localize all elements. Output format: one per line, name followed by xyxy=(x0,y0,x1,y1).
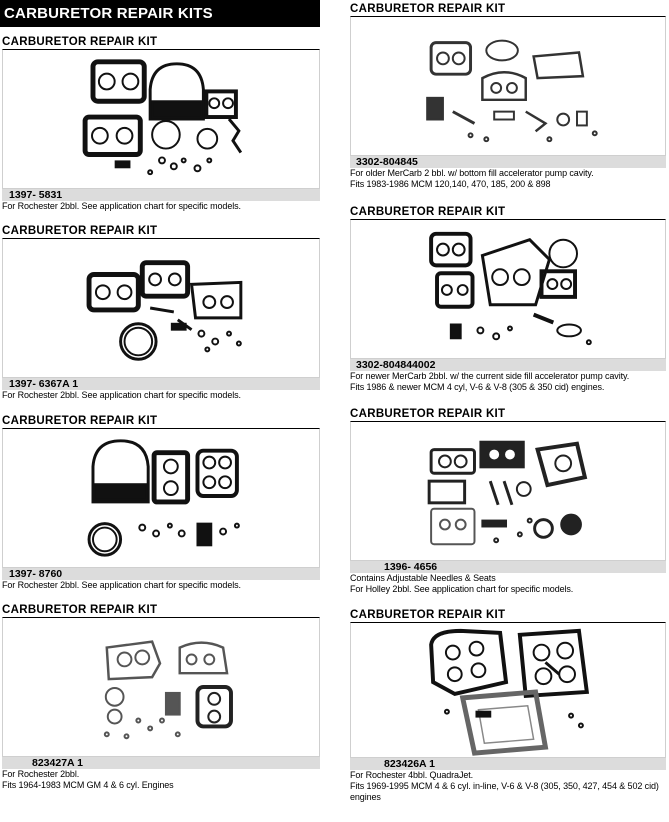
part-number: 3302-804844002 xyxy=(350,359,666,371)
kit-image xyxy=(2,49,320,189)
kit-image xyxy=(350,421,666,561)
kit-description-line: For Rochester 2bbl. See application char… xyxy=(2,390,241,400)
part-number: 1396- 4656 xyxy=(350,561,666,573)
kit-title: CARBURETOR REPAIR KIT xyxy=(2,36,158,48)
part-number: 823426A 1 xyxy=(350,758,666,770)
kit-description-line: For Rochester 2bbl. xyxy=(2,769,80,779)
kit-image xyxy=(2,428,320,568)
kit-card: CARBURETOR REPAIR KIT 823427A 1 For Roch… xyxy=(2,603,320,791)
kit-description-line: For older MerCarb 2 bbl. w/ bottom fill … xyxy=(350,168,594,178)
kit-description-line: For Rochester 2bbl. See application char… xyxy=(2,580,241,590)
kit-title: CARBURETOR REPAIR KIT xyxy=(2,604,158,616)
kit-title: CARBURETOR REPAIR KIT xyxy=(350,206,506,218)
kit-image xyxy=(2,617,320,757)
kit-description-line: Fits 1969-1995 MCM 4 & 6 cyl. in-line, V… xyxy=(350,781,659,802)
kit-description-line: For Rochester 4bbl. QuadraJet. xyxy=(350,770,474,780)
kit-description-line: Fits 1986 & newer MCM 4 cyl, V-6 & V-8 (… xyxy=(350,382,605,392)
kit-card: CARBURETOR REPAIR KIT 3302-804845 For ol… xyxy=(350,2,666,190)
kit-image xyxy=(350,16,666,156)
kit-description-line: Contains Adjustable Needles & Seats xyxy=(350,573,496,583)
kit-card: CARBURETOR REPAIR KIT 1397- 8760 For Roc… xyxy=(2,414,320,591)
kit-card: CARBURETOR REPAIR KIT 3302-804844002 For… xyxy=(350,205,666,393)
kit-description-line: For newer MerCarb 2bbl. w/ the current s… xyxy=(350,371,630,381)
kit-image xyxy=(350,219,666,359)
kit-description-line: Fits 1964-1983 MCM GM 4 & 6 cyl. Engines xyxy=(2,780,174,790)
part-number: 1397- 8760 xyxy=(2,568,320,580)
kit-description-line: For Holley 2bbl. See application chart f… xyxy=(350,584,574,594)
part-number: 823427A 1 xyxy=(2,757,320,769)
part-number: 1397- 5831 xyxy=(2,189,320,201)
kit-image xyxy=(350,622,666,758)
page-header: CARBURETOR REPAIR KITS xyxy=(0,0,320,27)
kit-title: CARBURETOR REPAIR KIT xyxy=(350,408,506,420)
part-number: 3302-804845 xyxy=(350,156,666,168)
kit-card: CARBURETOR REPAIR KIT 1397- 6367A 1 For … xyxy=(2,224,320,401)
kit-title: CARBURETOR REPAIR KIT xyxy=(2,415,158,427)
kit-card: CARBURETOR REPAIR KIT 1396- 4656 Contain… xyxy=(350,407,666,595)
kit-card: CARBURETOR REPAIR KIT 1397- 5831 For Roc… xyxy=(2,35,320,212)
kit-card: CARBURETOR REPAIR KIT 823426A 1 For Roch… xyxy=(350,608,666,803)
kit-description-line: Fits 1983-1986 MCM 120,140, 470, 185, 20… xyxy=(350,179,551,189)
kit-title: CARBURETOR REPAIR KIT xyxy=(350,3,506,15)
kit-title: CARBURETOR REPAIR KIT xyxy=(2,225,158,237)
kit-image xyxy=(2,238,320,378)
kit-description-line: For Rochester 2bbl. See application char… xyxy=(2,201,241,211)
kit-title: CARBURETOR REPAIR KIT xyxy=(350,609,506,621)
part-number: 1397- 6367A 1 xyxy=(2,378,320,390)
